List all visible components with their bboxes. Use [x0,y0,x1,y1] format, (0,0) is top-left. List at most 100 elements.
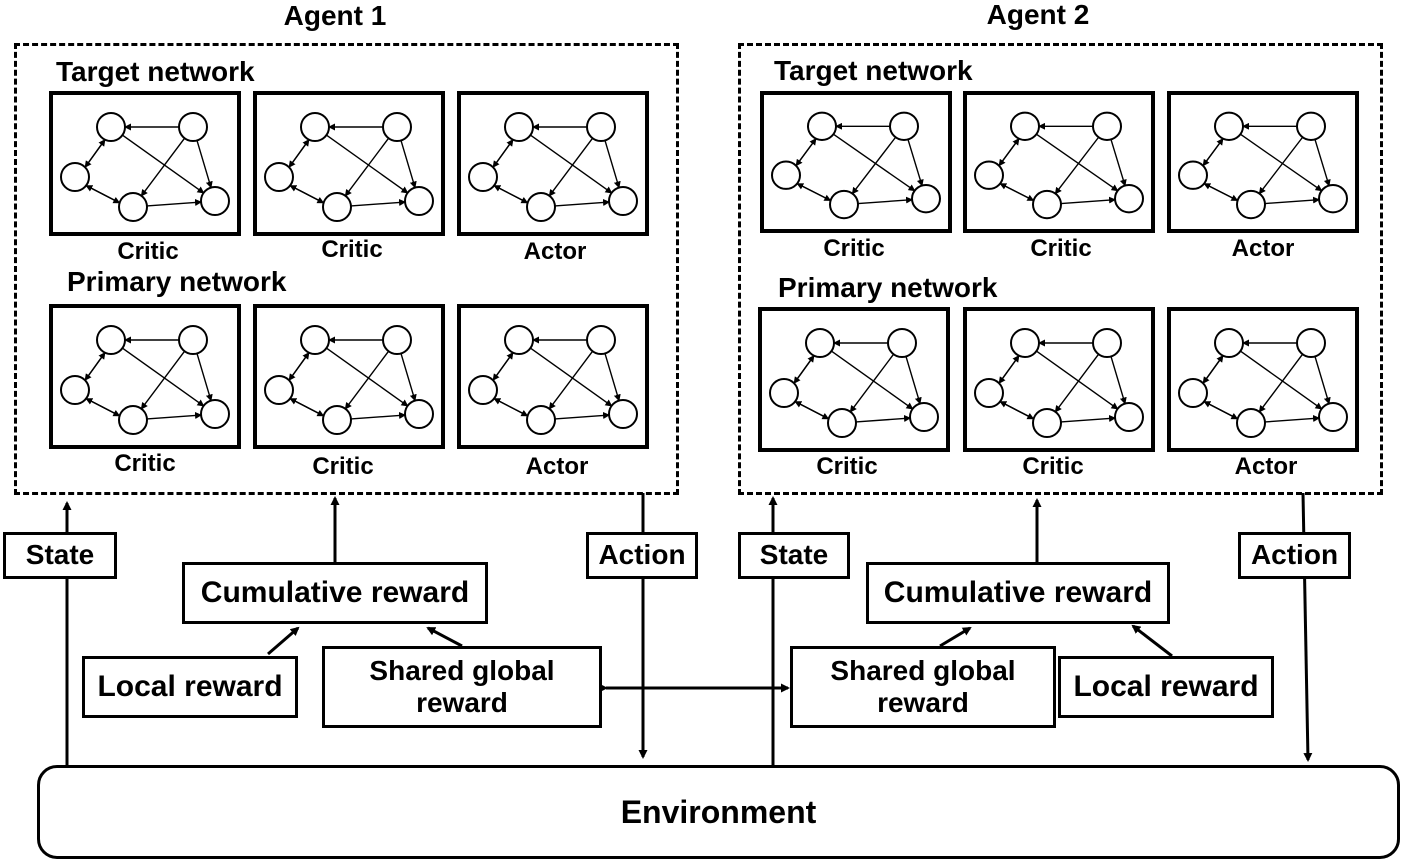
agent-1-box [14,43,679,495]
network-node [1092,328,1122,358]
network-edge [998,355,1020,384]
network-node [504,112,534,142]
network-edge [85,398,120,417]
agent-1-primary-critic-1-network [49,304,241,449]
network-node [1236,408,1266,438]
network-node [118,405,148,435]
network-edge [1264,196,1321,205]
agent-2-target-critic-1-label: Critic [823,235,885,262]
agent-1-target-network-title: Target network [56,56,255,87]
agent-2-primary-critic-2-network [963,307,1155,452]
network-node [1032,408,1062,438]
network-edge [1258,353,1304,413]
network-edge [400,353,417,402]
network-edge [795,138,817,166]
neural-network-graph-icon [468,325,638,435]
network-edge [1240,350,1323,410]
network-edge [84,352,106,381]
network-node [1178,160,1208,190]
neural-network-graph-icon [974,328,1144,438]
agent-2-target-critic-2-label: Critic [1030,235,1092,262]
network-edge [831,350,914,410]
neural-network-graph-icon [264,325,434,435]
network-edge [146,411,203,420]
network-edge [855,414,912,423]
network-edge [530,347,613,407]
neural-network-graph-icon [60,112,230,222]
network-edge [122,347,205,407]
network-node [178,112,208,142]
network-node [889,111,919,141]
network-edge [85,185,120,204]
agent-1-target-critic-2-network [253,91,445,236]
agent-1-cumulative-reward-box: Cumulative reward [182,562,488,624]
network-node [1296,111,1326,141]
network-edge [344,137,390,197]
network-edge [548,137,594,197]
network-edge [1314,139,1331,187]
network-edge [998,138,1020,166]
local-reward-arrow-agent-2 [1131,624,1173,658]
agent-1-target-actor-network [457,91,649,236]
network-node [1092,111,1122,141]
agent-2-target-actor-network [1167,91,1359,233]
network-edge [999,183,1034,202]
environment-box: Environment [37,765,1400,859]
network-node [829,189,859,220]
network-node [382,325,412,355]
network-edge [1264,414,1321,423]
agent-1-primary-critic-2-label: Critic [312,453,374,480]
agent-1-primary-actor-label: Actor [525,453,589,480]
network-edge [196,353,213,402]
network-node [60,162,90,192]
network-edge [530,134,613,194]
local-reward-arrow-agent-1 [267,626,300,656]
network-node [827,408,857,438]
agent-1-local-reward-box: Local reward [82,656,298,718]
network-edge [1054,136,1100,195]
network-edge [326,134,409,194]
network-edge [350,411,407,420]
network-edge [548,350,594,410]
agent-1-action-box: Action [586,532,698,579]
agent-2-primary-actor-network [1167,307,1359,452]
network-node [404,186,434,216]
network-node [1214,111,1244,141]
network-node [526,192,556,222]
agent-2-target-actor-label: Actor [1231,235,1295,262]
neural-network-graph-icon [264,112,434,222]
network-edge [288,139,310,168]
agent-1-primary-network-title: Primary network [67,266,287,297]
network-edge [122,134,205,194]
neural-network-graph-icon [60,325,230,435]
agent-2-local-reward-box: Local reward [1058,656,1274,718]
agent-1-shared-global-reward-box: Shared global reward [322,646,602,728]
network-node [264,162,294,192]
network-node [1214,328,1244,358]
neural-network-graph-icon [1178,328,1348,438]
network-node [200,186,230,216]
network-node [974,378,1004,408]
network-node [1114,402,1144,432]
agent-1-target-critic-2-label: Critic [321,236,383,263]
neural-network-graph-icon [771,111,941,220]
agent-2-primary-critic-1-network [758,307,950,452]
agent-1-primary-critic-2-network [253,304,445,449]
neural-network-graph-icon [1178,111,1348,220]
network-edge [833,133,916,192]
network-node [1114,184,1144,214]
network-node [504,325,534,355]
network-edge [1036,350,1119,410]
network-node [96,112,126,142]
network-node [118,192,148,222]
network-edge [857,196,914,205]
network-node [1178,378,1208,408]
network-node [60,375,90,405]
network-node [771,160,801,190]
agent-2-primary-network-title: Primary network [778,272,998,303]
neural-network-graph-icon [974,111,1144,220]
network-node [1296,328,1326,358]
network-node [586,112,616,142]
network-edge [554,198,611,207]
network-node [586,325,616,355]
